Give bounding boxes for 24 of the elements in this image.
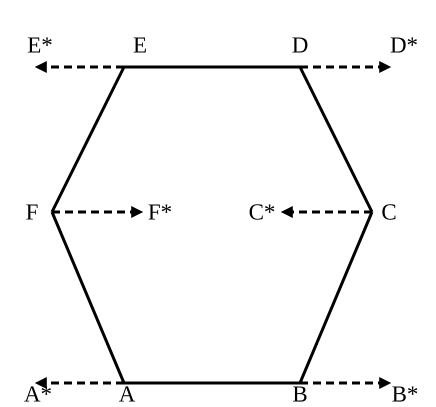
hexagon-side [298,211,374,384]
hexagon-side [50,211,126,384]
vertex-label: E* [27,34,53,56]
hexagon-side [124,66,300,68]
arrow [300,377,392,389]
arrow [52,206,144,218]
vertex-label: D* [390,34,418,56]
vertex-label: F [26,200,38,224]
hexagon-side [124,382,300,384]
vertex-label: E [132,34,148,56]
arrow [280,206,372,218]
vertex-label: F* [148,200,172,224]
vertex-label: B* [392,382,418,406]
vertex-label: B [292,382,308,406]
vertex-label: C [381,200,397,224]
arrow [34,61,124,73]
hexagon-side [298,66,374,213]
arrow [34,377,124,389]
vertex-label: C* [248,200,276,224]
vertex-label: A [118,382,136,406]
vertex-label: D [292,34,308,56]
vertex-label: A* [24,382,52,406]
hexagon-side [50,66,126,213]
arrow [300,61,392,73]
